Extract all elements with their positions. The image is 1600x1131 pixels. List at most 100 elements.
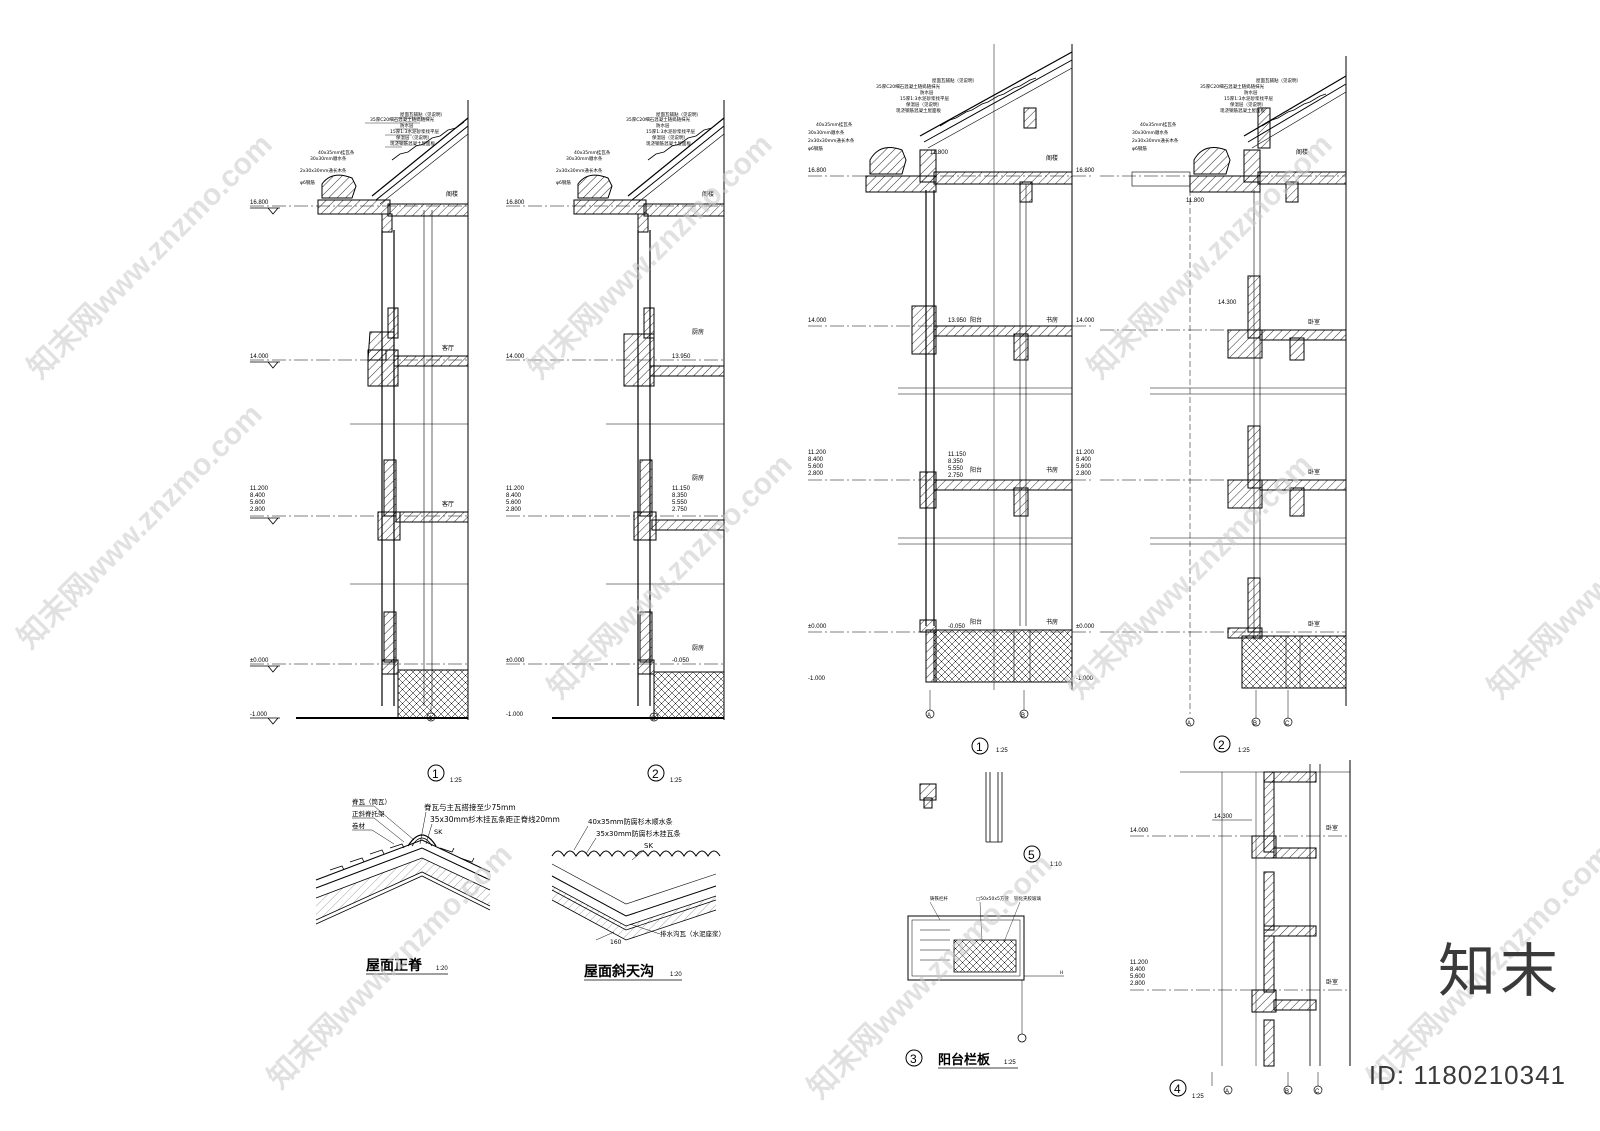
level-label: 2.800 (1130, 981, 1146, 987)
level-label: 11.200 (250, 486, 269, 492)
level-label: 8.400 (506, 493, 522, 499)
note: 35厚C20细石混凝土随捣随抹光 (876, 83, 941, 90)
level-label: 8.400 (1076, 457, 1092, 463)
note: 现浇钢筋混凝土屋面板 (646, 140, 691, 147)
image-id: ID: 1180210341 (1368, 1060, 1566, 1090)
balcony-rail-detail: 铸铁栏杆 □50x50x5方管 钢化夹胶玻璃 H 3 阳台栏板 1:25 (905, 895, 1064, 1069)
note: 脊瓦与主瓦搭接至少75mm (424, 802, 516, 812)
room-label: 阁楼 (1046, 154, 1058, 162)
axis-label: B (1285, 1089, 1289, 1095)
axis-label: C (1285, 721, 1290, 727)
note: 排水沟瓦（水泥座浆） (660, 929, 725, 938)
watermark-text: 知末网www.znzmo.com (22, 128, 279, 385)
detail-scale: 1:25 (670, 778, 682, 784)
note: 40x35mm挂瓦条 (574, 149, 611, 156)
note: 防水层 (400, 122, 414, 129)
note: 屋面瓦铺贴（见说明） (932, 77, 977, 84)
level-label: 5.600 (1130, 974, 1146, 980)
watermark-text: 知末网www.znzmo.com (12, 398, 269, 655)
note: 保温层（见说明） (1230, 101, 1266, 108)
level-label: ±0.000 (506, 658, 525, 664)
note: φ6钢筋 (1132, 145, 1147, 152)
note: 30x30mm顺水条 (808, 129, 845, 136)
level-label: 8.400 (1130, 967, 1146, 973)
detail-marker (427, 764, 445, 782)
watermark-text: 知末网www.znzmo.com (802, 848, 1059, 1105)
note: 40x35mm挂瓦条 (1140, 121, 1177, 128)
note: 30x30mm顺水条 (1132, 129, 1169, 136)
detail-scale: 1:25 (1238, 748, 1250, 754)
note: 屋面瓦铺贴（见说明） (400, 111, 445, 118)
detail-scale: 1:25 (1192, 1094, 1204, 1100)
note: 防水层 (1244, 89, 1258, 96)
room-label: 阳台 (970, 466, 982, 474)
note: 30x30mm顺水条 (310, 155, 347, 162)
level-label: ±0.000 (1076, 624, 1095, 630)
axis-label: A (1187, 721, 1191, 727)
note: SK (434, 828, 443, 836)
note: 保温层（见说明） (652, 134, 688, 141)
level-label: 16.800 (250, 200, 269, 206)
room-label: 阳台 (970, 316, 982, 324)
section-r2: 14.300 11.800 阁楼 卧室 卧室 卧室 屋面瓦铺贴（见说明） 35厚… (1100, 56, 1347, 754)
valley-detail: 40x35mm防腐杉木顺水条 35x30mm防腐杉木挂瓦条 SK 排水沟瓦（水泥… (551, 817, 725, 981)
room-label: 阳台 (970, 618, 982, 626)
level-label: 2.800 (808, 471, 824, 477)
level-label: -0.050 (672, 658, 690, 664)
level-label: 14.000 (506, 354, 525, 360)
axis-label: B (1021, 713, 1025, 719)
note: φ6钢筋 (808, 145, 823, 152)
detail-number: 4 (1174, 1082, 1181, 1096)
level-label: -1.000 (1076, 676, 1094, 682)
note: 15厚1:3水泥砂浆找平层 (1224, 95, 1273, 102)
note: φ6钢筋 (300, 179, 315, 186)
room-label: 厨房 (692, 644, 704, 652)
room-label: 书房 (1046, 618, 1058, 626)
note: 屋面瓦铺贴（见说明） (1256, 77, 1301, 84)
detail-scale: 1:25 (450, 778, 462, 784)
note: 正斜脊托架 (352, 809, 385, 818)
level-label: 16.800 (808, 168, 827, 174)
room-label: 客厅 (442, 500, 454, 508)
note: 40x35mm挂瓦条 (816, 121, 853, 128)
detail-scale: 1:20 (670, 972, 682, 978)
level-label: 5.600 (808, 464, 824, 470)
detail-number: 2 (1218, 738, 1225, 752)
level-label: 14.000 (1076, 318, 1095, 324)
note: φ6钢筋 (556, 179, 571, 186)
level-label: 14.300 (1214, 814, 1233, 820)
note: 钢化夹胶玻璃 (1014, 895, 1041, 902)
level-label: 8.350 (948, 459, 964, 465)
level-label: 8.400 (808, 457, 824, 463)
room-label: 卧室 (1326, 978, 1338, 986)
level-label: 11.150 (948, 452, 967, 458)
detail-number: 3 (910, 1052, 917, 1066)
level-label: 14.000 (250, 354, 269, 360)
level-label: 14.000 (1130, 828, 1149, 834)
note: 屋面瓦铺贴（见说明） (656, 111, 701, 118)
level-label: 16.800 (1076, 168, 1095, 174)
note: 35厚C20细石混凝土随捣随抹光 (626, 116, 691, 123)
note: 2x30x30mm通长木条 (556, 167, 603, 174)
section-r1: 16.800 16.800 14.000 14.000 11.200 8.400… (808, 44, 1095, 755)
level-label: 13.950 (672, 354, 691, 360)
room-label: 卧室 (1308, 620, 1320, 628)
note: 现浇钢筋混凝土屋面板 (1220, 107, 1265, 114)
level-label: 2.800 (250, 507, 266, 513)
watermark-text: 知末网www.znzmo.com (1482, 448, 1600, 705)
note: 防水层 (656, 122, 670, 129)
room-label: 书房 (1046, 316, 1058, 324)
level-label: 11.200 (1130, 960, 1149, 966)
note: SK (644, 842, 653, 850)
level-label: 2.800 (1076, 471, 1092, 477)
note: 2x30x30mm通长木条 (1132, 137, 1179, 144)
level-label: 5.600 (506, 500, 522, 506)
note: 35x30mm防腐杉木挂瓦条 (596, 829, 681, 838)
room-label: 书房 (1046, 466, 1058, 474)
detail-scale: 1:25 (996, 748, 1008, 754)
room-label: 阁楼 (1296, 148, 1308, 156)
level-label: 11.800 (1186, 198, 1205, 204)
note: 35厚C20细石混凝土随捣随抹光 (1200, 83, 1265, 90)
level-label: 2.750 (672, 507, 688, 513)
